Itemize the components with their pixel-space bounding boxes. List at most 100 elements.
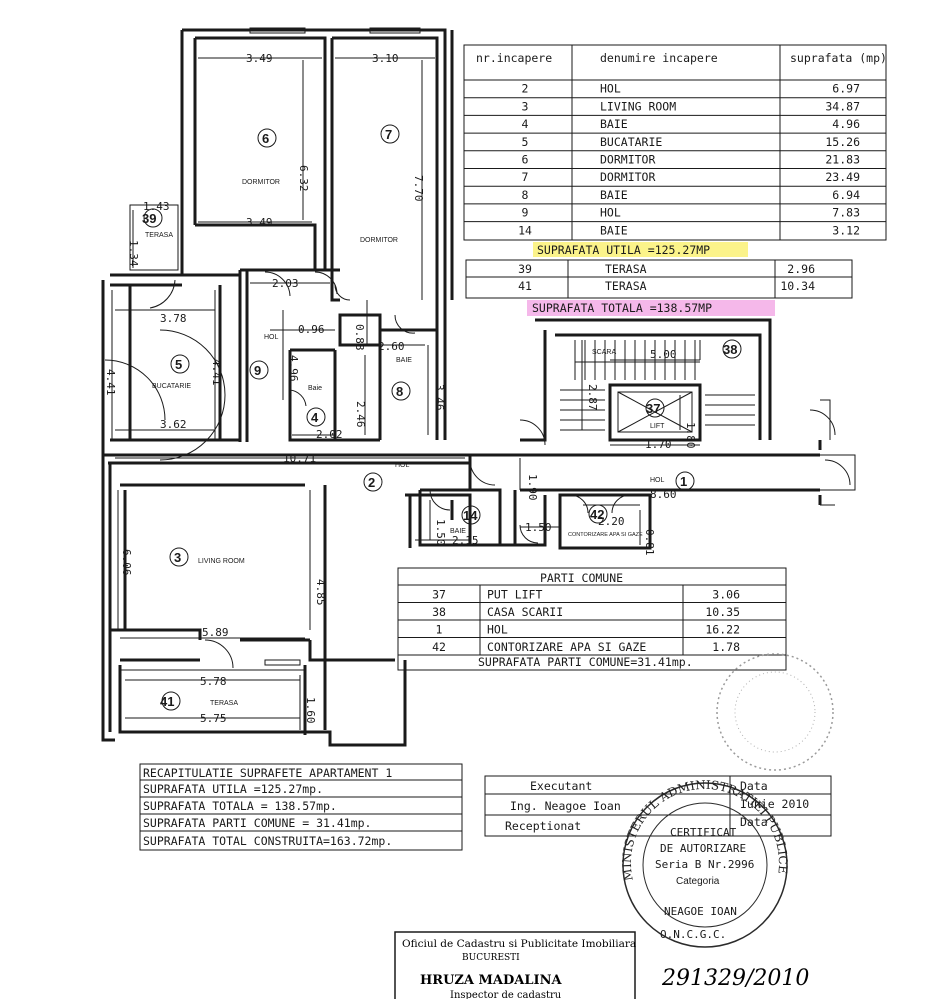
common-cell-area: 3.06 [712, 588, 740, 602]
room-name-41: TERASA [210, 700, 238, 707]
room-name-6: DORMITOR [242, 179, 280, 186]
dimension-label: 5.00 [650, 348, 677, 361]
common-cell-nr: 38 [432, 605, 446, 619]
ocpi-line: BUCURESTI [462, 953, 520, 963]
dimension-labels: 3.49 3.10 6.32 7.70 3.49 1.43 1.34 3.78 … [104, 52, 697, 725]
common-cell-name: PUT LIFT [487, 588, 542, 602]
room-name-4: Baie [308, 385, 322, 392]
dimension-label: 3.49 [246, 216, 273, 229]
room-name-39: TERASA [145, 232, 173, 239]
ocpi-line: Inspector de cadastru [450, 990, 562, 999]
table-cell-name: DORMITOR [600, 170, 655, 184]
table-cell-area: 6.97 [832, 82, 860, 96]
dimension-label: 4.41 [210, 359, 223, 386]
executor-date: Iunie 2010 [740, 797, 809, 811]
table-cell-area: 23.49 [825, 170, 860, 184]
common-cell-area: 10.35 [705, 605, 740, 619]
table-cell-area: 7.83 [832, 206, 860, 220]
dimension-label: 4.85 [314, 579, 327, 606]
dimension-label: 3.49 [246, 52, 273, 65]
terrace-cell-nr: 39 [518, 262, 532, 276]
dimension-label: 1.50 [525, 521, 552, 534]
executor-table: Executant Data Ing. Neagoe Ioan Iunie 20… [484, 775, 832, 837]
common-parts-total: SUPRAFATA PARTI COMUNE=31.41mp. [478, 655, 693, 669]
faded-stamp [716, 653, 834, 771]
common-cell-area: 16.22 [705, 623, 740, 637]
dimension-lines [111, 57, 700, 730]
dimension-label: 2.60 [378, 340, 405, 353]
common-cell-nr: 42 [432, 640, 446, 654]
summary-total: SUPRAFATA TOTALA = 138.57mp. [143, 799, 337, 813]
room-number-4: 4 [311, 410, 319, 425]
dimension-label: 4.96 [287, 355, 300, 382]
table-cell-nr: 6 [522, 153, 529, 167]
total-area: SUPRAFATA TOTALA =138.57MP [532, 301, 712, 315]
table-cell-nr: 2 [522, 82, 529, 96]
data2-label: Data [740, 815, 768, 829]
stamp-line: CERTIFICAT [670, 826, 737, 839]
ocpi-stamp: Oficiul de Cadastru si Publicitate Imobi… [394, 931, 636, 999]
stamp-line: NEAGOE IOAN [664, 905, 737, 918]
room-number-3: 3 [174, 550, 181, 565]
useful-area-total: SUPRAFATA UTILA =125.27MP [537, 243, 710, 257]
room-name-37: LIFT [650, 423, 665, 430]
common-cell-area: 1.78 [712, 640, 740, 654]
summary-table: RECAPITULATIE SUPRAFETE APARTAMENT 1 SUP… [139, 763, 463, 851]
table-cell-nr: 3 [522, 99, 529, 113]
room-name-9: HOL [264, 334, 279, 341]
terrace-cell-area: 2.96 [787, 262, 815, 276]
dimension-label: 3.78 [160, 312, 187, 325]
room-name-3: LIVING ROOM [198, 558, 245, 565]
dimension-label: 2.03 [272, 277, 299, 290]
table-cell-name: BAIE [600, 223, 628, 237]
walls [101, 28, 856, 747]
terrace-cell-name: TERASA [605, 262, 647, 276]
dimension-label: 0.96 [298, 323, 325, 336]
room-name-1: HOL [650, 477, 665, 484]
dimension-label: 1.90 [526, 474, 539, 501]
terrace-cell-nr: 41 [518, 279, 532, 293]
table-header-area: suprafata (mp) [790, 51, 887, 65]
table-cell-area: 21.83 [825, 153, 860, 167]
common-cell-name: CONTORIZARE APA SI GAZE [487, 640, 646, 654]
room-name-7: DORMITOR [360, 237, 398, 244]
common-parts-title: PARTI COMUNE [540, 571, 623, 585]
table-cell-name: HOL [600, 82, 621, 96]
receptionat-label: Receptionat [505, 819, 581, 833]
room-number-5: 5 [175, 357, 182, 372]
data-label: Data [740, 779, 768, 793]
room-name-42: CONTORIZARE APA SI GAZE [568, 532, 643, 538]
table-cell-name: BAIE [600, 188, 628, 202]
dimension-label: 6.06 [120, 549, 133, 576]
ocpi-line: Oficiul de Cadastru si Publicitate Imobi… [402, 938, 636, 950]
dimension-label: 3.46 [433, 384, 446, 411]
dimension-label: 3.62 [160, 418, 187, 431]
room-number-6: 6 [262, 131, 269, 146]
room-number-8: 8 [396, 384, 403, 399]
table-cell-name: DORMITOR [600, 153, 655, 167]
common-cell-nr: 37 [432, 588, 446, 602]
common-cell-name: CASA SCARII [487, 605, 563, 619]
stamp-line: Seria B Nr.2996 [655, 858, 754, 871]
room-name-38: SCARA [592, 349, 616, 356]
common-cell-name: HOL [487, 623, 508, 637]
dimension-label: 7.70 [412, 175, 425, 202]
table-cell-nr: 4 [522, 117, 529, 131]
terrace-cell-name: TERASA [605, 279, 647, 293]
authorization-stamp: MINISTERUL ADMINISTRATIEI PUBLICE CERTIF… [620, 778, 790, 948]
table-cell-name: HOL [600, 206, 621, 220]
table-cell-area: 4.96 [832, 117, 860, 131]
common-cell-nr: 1 [436, 623, 443, 637]
dimension-label: 0.81 [643, 529, 656, 556]
summary-useful: SUPRAFATA UTILA =125.27mp. [143, 782, 323, 796]
room-number-7: 7 [385, 127, 392, 142]
room-number-2: 2 [368, 475, 375, 490]
dimension-label: 1.43 [143, 200, 170, 213]
dimension-label: 2.87 [586, 384, 599, 411]
dimension-label: 8.60 [650, 488, 677, 501]
summary-title: RECAPITULATIE SUPRAFETE APARTAMENT 1 [143, 766, 392, 780]
dimension-label: 1.70 [645, 438, 672, 451]
table-cell-area: 3.12 [832, 223, 860, 237]
